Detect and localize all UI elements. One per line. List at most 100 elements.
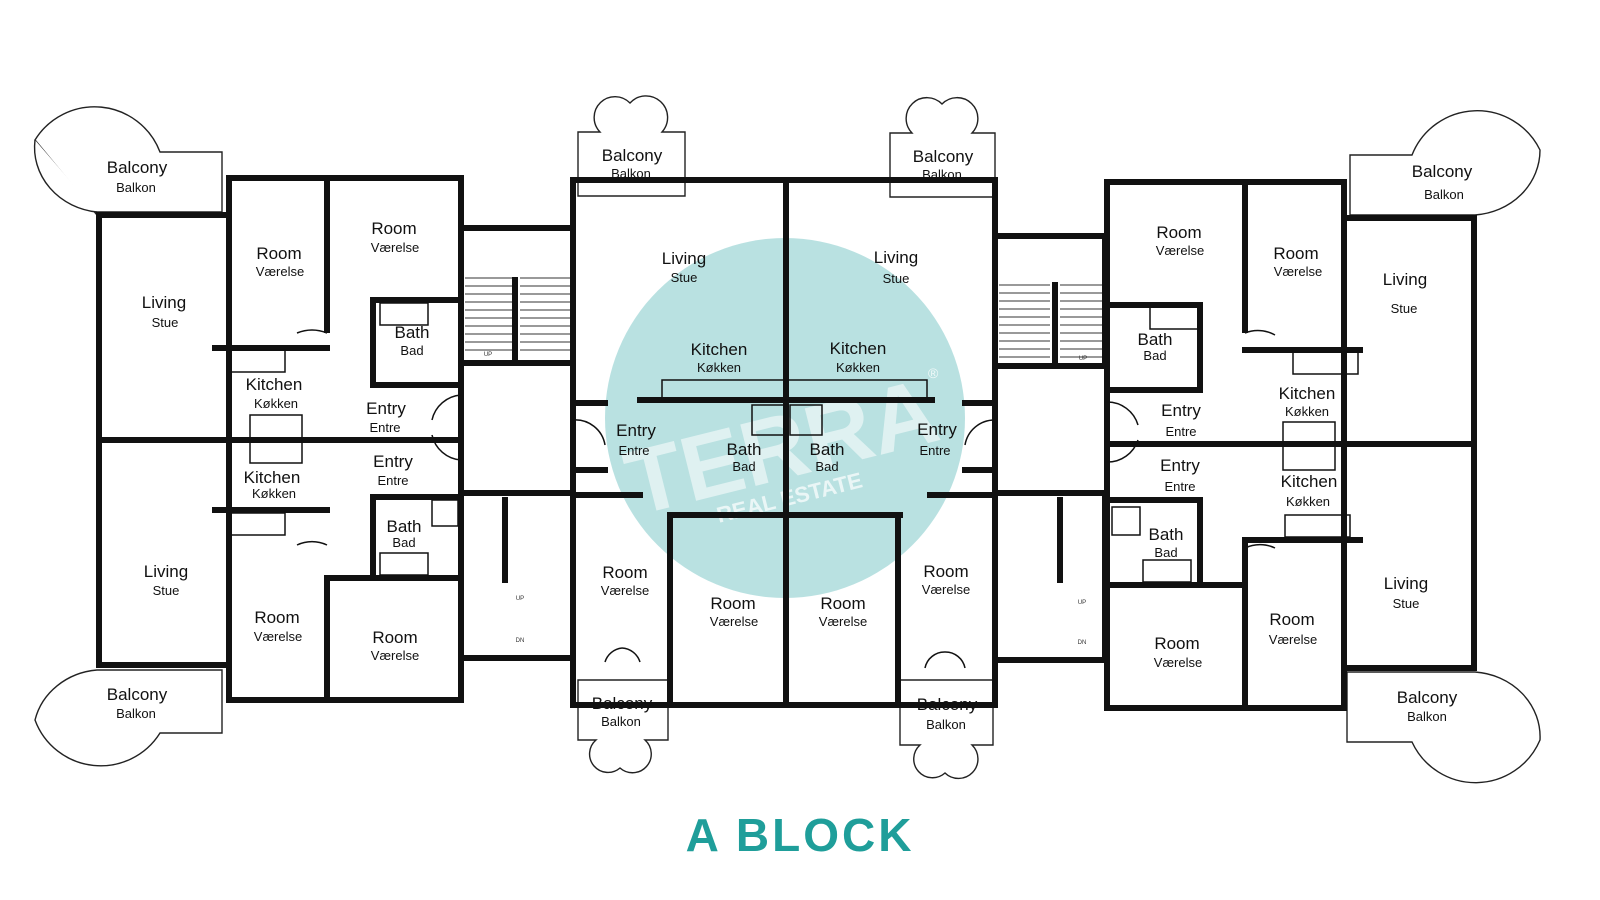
m-room-or-label: Room xyxy=(923,562,968,581)
l-bath-bot-sublabel: Bad xyxy=(392,535,415,550)
r-kitchen-top-label: Kitchen xyxy=(1279,384,1336,403)
balcony-tr-label: Balcony xyxy=(1412,162,1473,181)
m-entry-r-label: Entry xyxy=(917,420,957,439)
r-bath-top-label: Bath xyxy=(1138,330,1173,349)
l-bath-top-label: Bath xyxy=(395,323,430,342)
m-room-ir-sublabel: Værelse xyxy=(819,614,867,629)
l-room4-label: Room xyxy=(372,628,417,647)
m-bath-l-sublabel: Bad xyxy=(732,459,755,474)
l-room1-sublabel: Værelse xyxy=(256,264,304,279)
stair-right xyxy=(999,284,1102,358)
r-room4-label: Room xyxy=(1269,610,1314,629)
stair-up-label-left: UP xyxy=(484,352,492,358)
r-living-top-sublabel: Stue xyxy=(1391,301,1418,316)
balcony-tmr-label: Balcony xyxy=(913,147,974,166)
l-entry-bot-label: Entry xyxy=(373,452,413,471)
r-kitchen-top-sublabel: Køkken xyxy=(1285,404,1329,419)
m-living-l-sublabel: Stue xyxy=(671,270,698,285)
m-kitchen-r-sublabel: Køkken xyxy=(836,360,880,375)
m-living-l-label: Living xyxy=(662,249,706,268)
balcony-tr-sublabel: Balkon xyxy=(1424,187,1464,202)
l-kitchen-top-sublabel: Køkken xyxy=(254,396,298,411)
balcony-bmr-label: Balcony xyxy=(917,695,978,714)
m-room-il-label: Room xyxy=(710,594,755,613)
m-living-r-sublabel: Stue xyxy=(883,271,910,286)
balcony-bl-label: Balcony xyxy=(107,685,168,704)
balcony-br-sublabel: Balkon xyxy=(1407,709,1447,724)
m-kitchen-l-label: Kitchen xyxy=(691,340,748,359)
balcony-shapes xyxy=(33,95,1541,784)
balcony-tl-label: Balcony xyxy=(107,158,168,177)
m-bath-r-label: Bath xyxy=(810,440,845,459)
l-entry-top-sublabel: Entre xyxy=(369,420,400,435)
r-entry-bot-sublabel: Entre xyxy=(1164,479,1195,494)
stair-dn-label-right-low: DN xyxy=(1078,640,1087,646)
balcony-tl-sublabel: Balkon xyxy=(116,180,156,195)
stair-dn-label-left-low: DN xyxy=(516,638,525,644)
l-room3-label: Room xyxy=(254,608,299,627)
r-kitchen-bot-label: Kitchen xyxy=(1281,472,1338,491)
door-swings xyxy=(296,329,1276,669)
balcony-tml-sublabel: Balkon xyxy=(611,166,651,181)
l-room2-label: Room xyxy=(371,219,416,238)
r-bath-bot-sublabel: Bad xyxy=(1154,545,1177,560)
r-entry-top-sublabel: Entre xyxy=(1165,424,1196,439)
r-bath-bot-label: Bath xyxy=(1149,525,1184,544)
r-living-bot-label: Living xyxy=(1384,574,1428,593)
fixtures xyxy=(229,302,1359,583)
m-entry-r-sublabel: Entre xyxy=(919,443,950,458)
l-room3-sublabel: Værelse xyxy=(254,629,302,644)
balcony-br-label: Balcony xyxy=(1397,688,1458,707)
m-bath-l-label: Bath xyxy=(727,440,762,459)
balcony-bml-label: Balcony xyxy=(592,694,653,713)
m-entry-l-sublabel: Entre xyxy=(618,443,649,458)
r-room4-sublabel: Værelse xyxy=(1269,632,1317,647)
walls xyxy=(96,175,1477,711)
l-living-bot-sublabel: Stue xyxy=(153,583,180,598)
stair-up-label-right-low: UP xyxy=(1078,600,1086,606)
watermark-mark: ® xyxy=(928,365,939,381)
l-kitchen-bot-sublabel: Køkken xyxy=(252,486,296,501)
l-bath-bot-label: Bath xyxy=(387,517,422,536)
r-room1-label: Room xyxy=(1156,223,1201,242)
balcony-bml-sublabel: Balkon xyxy=(601,714,641,729)
r-entry-bot-label: Entry xyxy=(1160,456,1200,475)
room-labels: Balcony Balkon Balcony Balkon Balcony Ba… xyxy=(107,146,1473,732)
l-kitchen-bot-label: Kitchen xyxy=(244,468,301,487)
l-living-bot-label: Living xyxy=(144,562,188,581)
r-living-bot-sublabel: Stue xyxy=(1393,596,1420,611)
balcony-bl-sublabel: Balkon xyxy=(116,706,156,721)
r-kitchen-bot-sublabel: Køkken xyxy=(1286,494,1330,509)
m-room-ir-label: Room xyxy=(820,594,865,613)
r-room2-sublabel: Værelse xyxy=(1274,264,1322,279)
l-entry-bot-sublabel: Entre xyxy=(377,473,408,488)
stair-labels: UP UP UP DN UP DN xyxy=(484,352,1087,646)
l-kitchen-top-label: Kitchen xyxy=(246,375,303,394)
balcony-tml-label: Balcony xyxy=(602,146,663,165)
m-room-or-sublabel: Værelse xyxy=(922,582,970,597)
stair-up-label-right: UP xyxy=(1079,356,1087,362)
r-living-top-label: Living xyxy=(1383,270,1427,289)
r-entry-top-label: Entry xyxy=(1161,401,1201,420)
r-room2-label: Room xyxy=(1273,244,1318,263)
m-bath-r-sublabel: Bad xyxy=(815,459,838,474)
r-room3-sublabel: Værelse xyxy=(1154,655,1202,670)
l-living-top-sublabel: Stue xyxy=(152,315,179,330)
r-room3-label: Room xyxy=(1154,634,1199,653)
m-room-il-sublabel: Værelse xyxy=(710,614,758,629)
l-room2-sublabel: Værelse xyxy=(371,240,419,255)
stair-left xyxy=(465,277,570,351)
r-room1-sublabel: Værelse xyxy=(1156,243,1204,258)
m-entry-l-label: Entry xyxy=(616,421,656,440)
l-bath-top-sublabel: Bad xyxy=(400,343,423,358)
r-bath-top-sublabel: Bad xyxy=(1143,348,1166,363)
stair-up-label-left-low: UP xyxy=(516,596,524,602)
l-room4-sublabel: Værelse xyxy=(371,648,419,663)
m-room-ol-sublabel: Værelse xyxy=(601,583,649,598)
balcony-tmr-sublabel: Balkon xyxy=(922,167,962,182)
balcony-bmr-sublabel: Balkon xyxy=(926,717,966,732)
m-room-ol-label: Room xyxy=(602,563,647,582)
m-living-r-label: Living xyxy=(874,248,918,267)
m-kitchen-r-label: Kitchen xyxy=(830,339,887,358)
